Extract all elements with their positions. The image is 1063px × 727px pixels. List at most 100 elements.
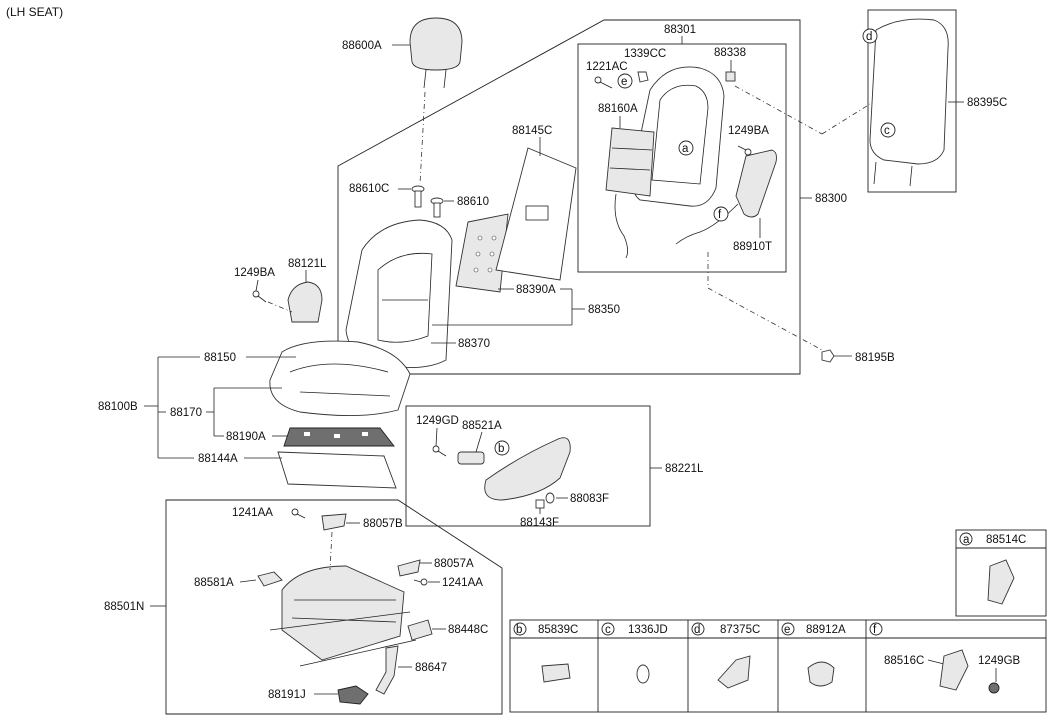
headrest-guide-88610C: [411, 185, 425, 208]
callout-c-circle: [880, 122, 896, 138]
part-label-88300: 88300: [815, 193, 847, 205]
airbag-harness: [675, 203, 739, 245]
part-label-1249BA-top: 1249BA: [728, 125, 769, 137]
part-label-1241AA-mid: 1241AA: [442, 577, 483, 589]
cushion-mat-88144A: [277, 451, 397, 489]
part-label-88581A: 88581A: [194, 577, 234, 589]
part-label-88150: 88150: [204, 352, 236, 364]
lumbar-support: [605, 127, 655, 197]
part-label-1241AA-top: 1241AA: [232, 507, 273, 519]
legend-f-item-88516C: [939, 649, 969, 691]
legend-e-part: 88912A: [806, 624, 846, 636]
callout-d: d: [866, 31, 872, 43]
part-label-88350: 88350: [588, 304, 620, 316]
headrest: [409, 17, 463, 89]
legend-f-item-1249GB: [988, 682, 1000, 694]
bracket-88057B: [321, 513, 347, 531]
side-airbag-module: [735, 149, 777, 218]
part-label-88190A: 88190A: [226, 431, 266, 443]
leader-88581A: [239, 579, 257, 583]
part-label-88160A: 88160A: [598, 103, 638, 115]
legend-d-item: [717, 655, 751, 689]
callout-e: e: [621, 76, 627, 88]
part-label-88170: 88170: [170, 407, 202, 419]
part-label-88100B: 88100B: [98, 401, 138, 413]
callout-a: a: [682, 143, 689, 155]
legend-a-circle: [959, 532, 973, 546]
legend-e-letter: e: [784, 624, 790, 636]
callout-f: f: [718, 209, 722, 221]
clip-1339CC: [637, 71, 649, 83]
part-label-88501N: 88501N: [104, 601, 144, 613]
bolt-1249BA-left: [252, 290, 267, 303]
legend-b-circle: [513, 622, 527, 636]
part-label-1339CC: 1339CC: [624, 48, 666, 60]
knob-88143F: [535, 499, 545, 509]
seat-back-cover: [345, 219, 453, 368]
side-trim-88121L: [287, 281, 323, 323]
seat-back-cover-panel: [869, 18, 949, 187]
callout-d-circle: [862, 28, 878, 44]
seat-back-pad: [455, 213, 509, 293]
clip-88338: [725, 71, 736, 82]
legend-a-box: [955, 529, 1047, 617]
part-label-88143F: 88143F: [520, 517, 559, 529]
lumbar-harness: [614, 193, 628, 259]
part-label-88390A: 88390A: [516, 284, 556, 296]
legend-a-part: 88514C: [986, 534, 1026, 546]
legend-c-item: [636, 664, 650, 684]
dash-cover: [821, 103, 871, 135]
dash-88121L: [267, 301, 293, 313]
part-label-88610: 88610: [457, 196, 489, 208]
part-label-88221L: 88221L: [665, 463, 704, 475]
part-label-88057A: 88057A: [434, 558, 474, 570]
part-label-88195B: 88195B: [855, 352, 895, 364]
page-label: (LH SEAT): [6, 5, 63, 19]
part-label-88145C: 88145C: [512, 125, 552, 137]
screw-1249GD: [432, 445, 447, 457]
bolt-88195B: [821, 349, 835, 363]
part-label-1221AC: 1221AC: [586, 61, 628, 73]
part-label-88600A: 88600A: [342, 40, 382, 52]
seat-track-frame: [269, 565, 417, 667]
dash-88057B: [329, 531, 333, 571]
legend-c-part: 1336JD: [628, 624, 668, 636]
part-label-88301: 88301: [664, 24, 696, 36]
dash-frame-to-88195B-b: [707, 287, 823, 351]
bolt-1241AA-top: [291, 508, 306, 519]
headrest-guide-88610: [430, 197, 444, 218]
headrest-guide-line: [419, 91, 426, 185]
legend-e-circle: [781, 622, 795, 636]
cover-88647: [375, 645, 399, 695]
legend-f-part-2: 1249GB: [978, 655, 1021, 667]
part-label-1249BA-left: 1249BA: [234, 267, 275, 279]
callout-e-circle: [617, 73, 633, 89]
seat-back-board: [495, 147, 577, 281]
seat-track-box: [165, 499, 503, 715]
part-label-88083F: 88083F: [570, 493, 609, 505]
legend-a-item: [987, 559, 1015, 605]
seat-cushion: [269, 340, 411, 416]
side-shield-88221L: [484, 437, 571, 501]
legend-c-circle: [601, 622, 615, 636]
part-label-88338: 88338: [714, 47, 746, 59]
part-label-88910T: 88910T: [733, 241, 772, 253]
part-label-88370: 88370: [458, 338, 490, 350]
part-label-88448C: 88448C: [448, 624, 488, 636]
switch-88521A: [457, 451, 485, 465]
bolt-1241AA-mid: [413, 578, 428, 586]
legend-f-circle: [869, 622, 883, 636]
part-label-88395C: 88395C: [967, 97, 1007, 109]
legend-b-item: [541, 663, 571, 683]
legend-f-letter: f: [873, 624, 877, 636]
legend-e-item: [807, 661, 835, 687]
leader-88516C: [927, 659, 945, 665]
legend-b-part: 85839C: [538, 624, 578, 636]
legend-f-part-1: 88516C: [884, 655, 924, 667]
part-label-88057B: 88057B: [363, 518, 403, 530]
bracket-88057A: [397, 559, 421, 577]
legend-d-part: 87375C: [720, 624, 760, 636]
callout-b: b: [498, 443, 504, 455]
leader-1249BA-left: [255, 279, 259, 292]
